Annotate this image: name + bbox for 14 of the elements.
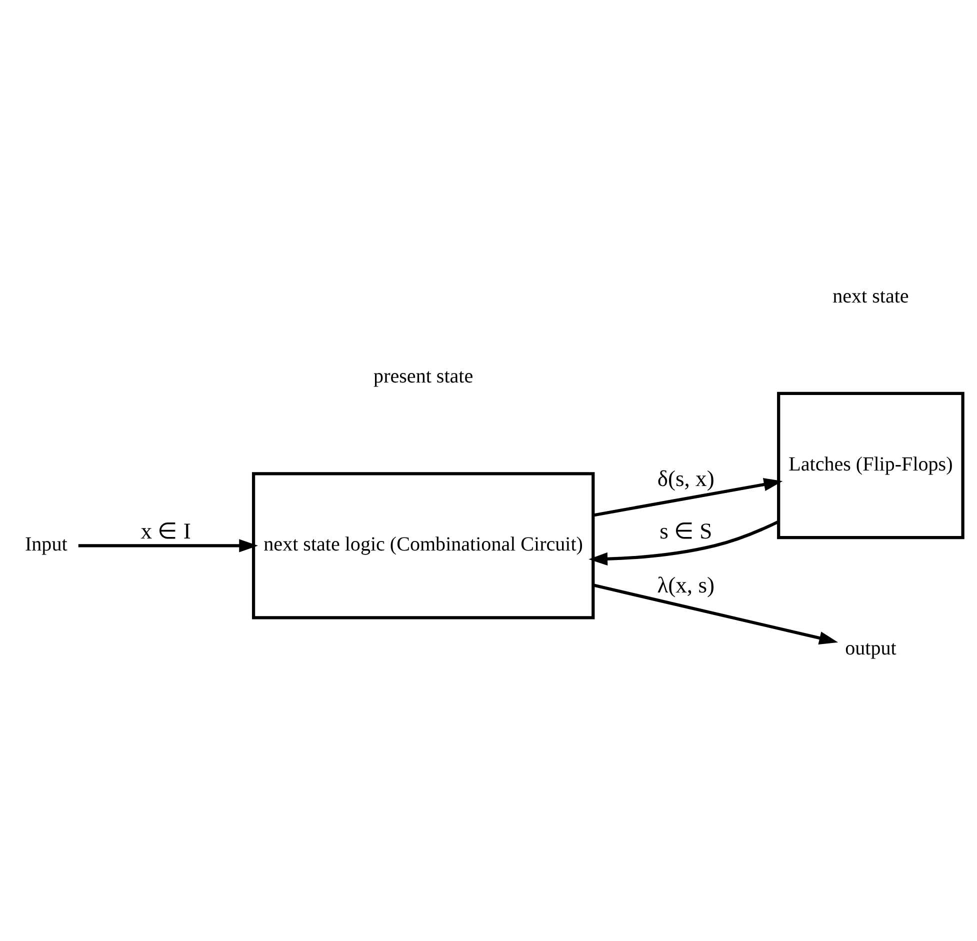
arrow [593, 478, 783, 517]
edge-label: s ∈ S [660, 518, 712, 544]
edge-label: δ(s, x) [657, 466, 714, 492]
arrow [593, 584, 838, 644]
label: present state [374, 366, 474, 388]
node-box: next state logic (Combinational Circuit) [252, 472, 595, 620]
edge-label: x ∈ I [140, 518, 191, 544]
arrow [588, 520, 780, 566]
node-text: output [845, 637, 896, 660]
edge-label: λ(x, s) [657, 572, 715, 598]
label: next state [832, 285, 909, 308]
node-box: Latches (Flip-Flops) [777, 392, 964, 540]
arrow [78, 539, 258, 552]
node-text: Input [25, 533, 68, 556]
